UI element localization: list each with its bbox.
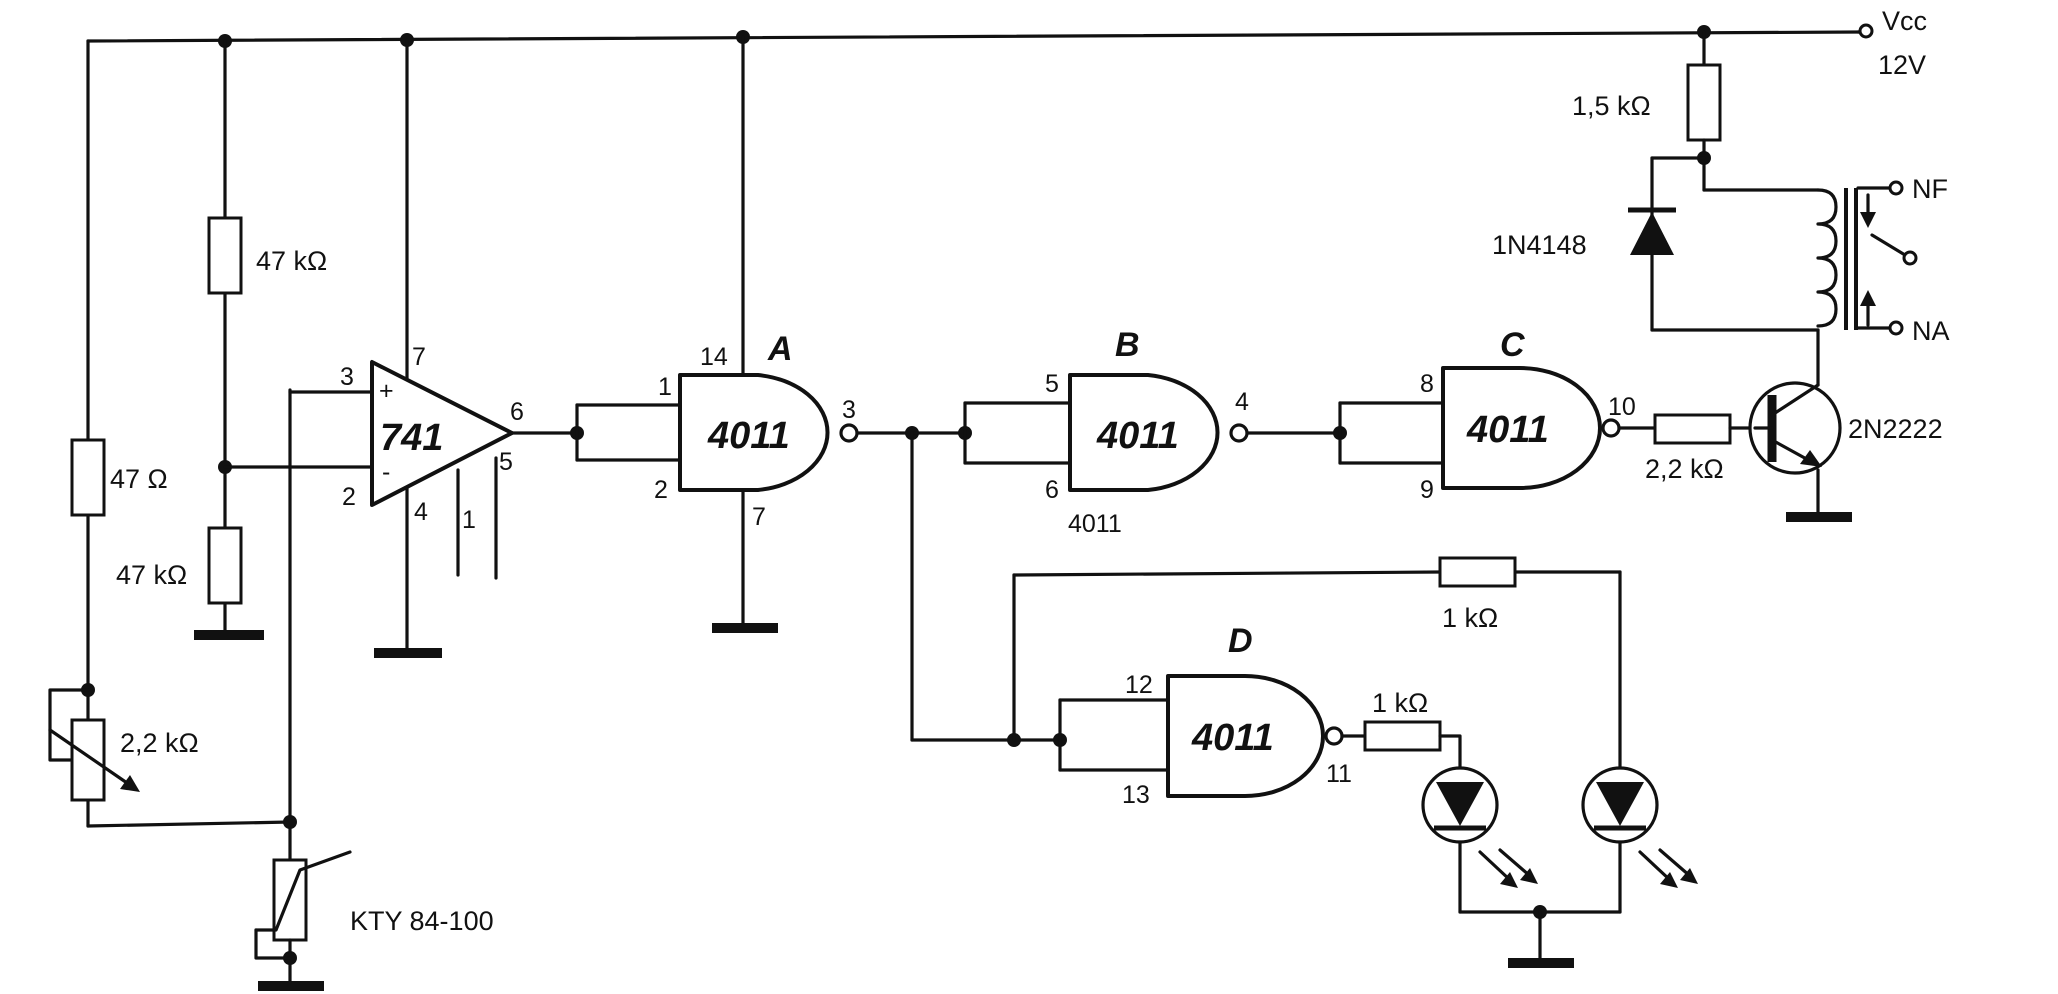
resistor-led-d-label: 1 kΩ	[1372, 688, 1428, 718]
gate-d-pin-in1: 12	[1125, 671, 1153, 699]
gate-d-id: D	[1228, 622, 1253, 660]
potentiometer	[48, 718, 140, 802]
diode-label: 1N4148	[1492, 230, 1587, 260]
resistor-led-feedback-label: 1 kΩ	[1442, 603, 1498, 633]
gate-c-pin-out: 10	[1608, 393, 1636, 421]
led-right	[1581, 766, 1698, 914]
resistor-led-feedback	[1438, 556, 1517, 588]
relay-section	[1628, 30, 1918, 336]
gate-c-pin-in2: 9	[1420, 476, 1434, 504]
resistor-relay-label: 1,5 kΩ	[1572, 91, 1651, 121]
gate-a-pin-vdd: 14	[700, 343, 728, 371]
gate-b	[958, 373, 1342, 492]
transistor-label: 2N2222	[1848, 414, 1943, 444]
gate-d-pin-out: 11	[1326, 760, 1352, 788]
sensor-label: KTY 84-100	[350, 906, 494, 936]
gate-a-pin-in1: 1	[658, 373, 672, 401]
transistor-2n2222	[1748, 328, 1852, 522]
opamp-741	[288, 38, 579, 658]
gate-b-pin-in2: 6	[1045, 476, 1059, 504]
resistor-base	[1653, 413, 1732, 445]
opamp-pin-2: 2	[342, 483, 356, 511]
vcc-voltage-label: 12V	[1878, 50, 1926, 80]
resistor-led-d	[1363, 720, 1442, 752]
gate-c	[1333, 366, 1657, 490]
opamp-pin-3: 3	[340, 363, 354, 391]
gate-d-chip-label: 4011	[1191, 717, 1274, 759]
divider-wires	[194, 39, 374, 640]
gate-a-chip-label: 4011	[707, 415, 790, 457]
gate-a-pin-vss: 7	[752, 503, 766, 531]
resistor-47k-top-label: 47 kΩ	[256, 246, 327, 276]
resistor-base-label: 2,2 kΩ	[1645, 454, 1724, 484]
gate-b-id: B	[1115, 326, 1140, 364]
gate-a-pin-out: 3	[842, 396, 856, 424]
resistor-47-ohm	[70, 438, 106, 517]
net-a-out	[855, 426, 1067, 747]
opamp-pin-6: 6	[510, 398, 524, 426]
opamp-pin-7: 7	[412, 343, 426, 371]
gate-a-id: A	[767, 330, 793, 368]
potentiometer-label: 2,2 kΩ	[120, 728, 199, 758]
vcc-label: Vcc	[1882, 6, 1927, 36]
feedback-loop	[1012, 570, 1622, 772]
opamp-minus-label: -	[382, 458, 390, 486]
gate-c-chip-label: 4011	[1466, 409, 1549, 451]
gate-b-chip-label: 4011	[1096, 415, 1179, 457]
opamp-pin-5: 5	[499, 448, 513, 476]
opamp-pin-1: 1	[462, 506, 476, 534]
gate-b-pin-out: 4	[1235, 388, 1249, 416]
gate-b-pin-in1: 5	[1045, 370, 1059, 398]
gate-c-id: C	[1500, 326, 1525, 364]
gate-b-sub-label: 4011	[1068, 510, 1122, 538]
gate-d-pin-in2: 13	[1122, 781, 1150, 809]
resistor-47-ohm-label: 47 Ω	[110, 464, 168, 494]
gate-a-pin-in2: 2	[654, 476, 668, 504]
opamp-pin-4: 4	[414, 498, 428, 526]
led-left	[1421, 734, 1538, 914]
relay-nf-label: NF	[1912, 174, 1948, 204]
gate-c-pin-in1: 8	[1420, 370, 1434, 398]
temperature-sensor	[254, 388, 352, 991]
gate-a	[570, 35, 859, 633]
opamp-plus-label: +	[379, 377, 394, 405]
vcc-rail	[86, 23, 1874, 48]
resistor-47k-bottom	[207, 526, 243, 605]
left-branch-wires	[48, 39, 292, 828]
opamp-label: 741	[380, 417, 443, 459]
resistor-47k-top	[207, 216, 243, 295]
resistor-47k-bottom-label: 47 kΩ	[116, 560, 187, 590]
relay-na-label: NA	[1912, 316, 1950, 346]
gate-d	[1058, 674, 1367, 798]
led-ground	[1458, 905, 1622, 968]
